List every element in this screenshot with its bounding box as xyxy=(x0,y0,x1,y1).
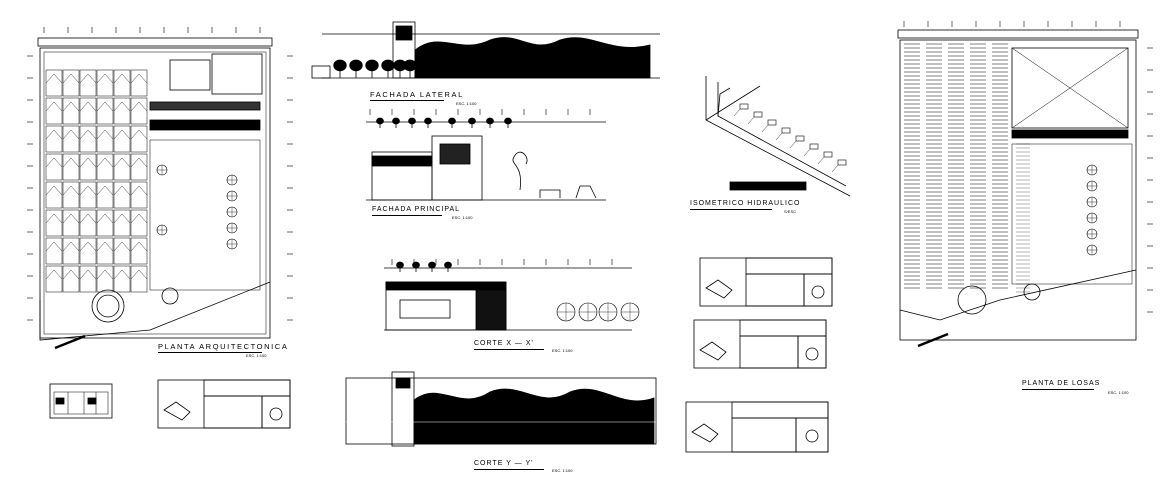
tree-symbol xyxy=(156,224,168,236)
planta-losas-underline xyxy=(1022,389,1094,390)
planta-losas-title: PLANTA DE LOSAS xyxy=(1022,380,1101,387)
elevation-tree xyxy=(468,117,476,128)
elevation-tree xyxy=(365,59,379,78)
fachada-lateral-scale: ESC. 1:100 xyxy=(456,101,477,106)
tree-symbol xyxy=(226,206,238,218)
planta-arquitectonica-plan xyxy=(37,37,273,350)
elevation-tree xyxy=(403,59,417,78)
fachada-lateral-title: FACHADA LATERAL xyxy=(370,90,464,99)
tree-symbol xyxy=(1086,164,1098,176)
fachada-lateral-elevation xyxy=(311,21,660,79)
fachada-lateral-underline xyxy=(370,100,444,101)
corte-y-underline xyxy=(474,469,544,470)
fachada-principal-underline xyxy=(372,215,442,216)
tree-symbol xyxy=(1086,196,1098,208)
title-block-1 xyxy=(157,379,291,429)
elevation-tree xyxy=(376,117,384,128)
elevation-tree xyxy=(392,117,400,128)
elevation-tree xyxy=(428,261,436,272)
title-block-4 xyxy=(685,401,829,453)
tree-symbol xyxy=(226,238,238,250)
tree-symbol xyxy=(598,302,618,322)
fachada-principal-title: FACHADA PRINCIPAL xyxy=(372,206,461,213)
corte-x-section xyxy=(384,261,640,331)
tree-symbol xyxy=(578,302,598,322)
elevation-tree xyxy=(349,59,363,78)
elevation-tree xyxy=(408,117,416,128)
elevation-tree xyxy=(381,59,395,78)
fachada-principal-elevation xyxy=(366,117,606,201)
title-block-2 xyxy=(699,257,833,307)
tree-symbol xyxy=(226,174,238,186)
isometrico-hidraulico-title: ISOMETRICO HIDRAULICO xyxy=(690,200,801,207)
corte-x-scale: ESC. 1:100 xyxy=(552,348,573,353)
isometrico-hidraulico xyxy=(705,76,851,197)
tree-symbol xyxy=(1086,244,1098,256)
planta-losas-plan xyxy=(897,29,1139,348)
fachada-principal-scale: ESC. 1:100 xyxy=(452,215,473,220)
corte-x-title: CORTE X — X' xyxy=(474,340,534,347)
elevation-tree xyxy=(504,117,512,128)
elevation-tree xyxy=(424,117,432,128)
corte-y-scale: ESC. 1:100 xyxy=(552,468,573,473)
title-block-3 xyxy=(693,319,827,369)
elevation-tree xyxy=(333,59,347,78)
elevation-tree xyxy=(448,117,456,128)
corte-y-title: CORTE Y — Y' xyxy=(474,460,534,467)
planta-losas-scale: ESC. 1:100 xyxy=(1108,390,1129,395)
small-detail-plan xyxy=(49,383,113,419)
elevation-tree xyxy=(444,261,452,272)
tree-symbol xyxy=(620,302,640,322)
tree-symbol xyxy=(1086,180,1098,192)
elevation-tree xyxy=(486,117,494,128)
tree-symbol xyxy=(1086,228,1098,240)
tree-symbol xyxy=(156,164,168,176)
planta-arquitectonica-scale: ESC. 1:100 xyxy=(246,353,267,358)
tree-symbol xyxy=(556,302,576,322)
tree-symbol xyxy=(226,222,238,234)
isometrico-hidraulico-scale: S/ESC xyxy=(784,209,797,214)
planta-arquitectonica-title: PLANTA ARQUITECTONICA xyxy=(158,342,289,351)
elevation-tree xyxy=(412,261,420,272)
corte-x-underline xyxy=(474,349,544,350)
corte-y-section xyxy=(345,371,657,447)
tree-symbol xyxy=(226,190,238,202)
planta-arquitectonica-underline xyxy=(158,352,262,353)
tree-symbol xyxy=(1086,212,1098,224)
isometrico-hidraulico-underline xyxy=(690,209,772,210)
elevation-tree xyxy=(396,261,404,272)
